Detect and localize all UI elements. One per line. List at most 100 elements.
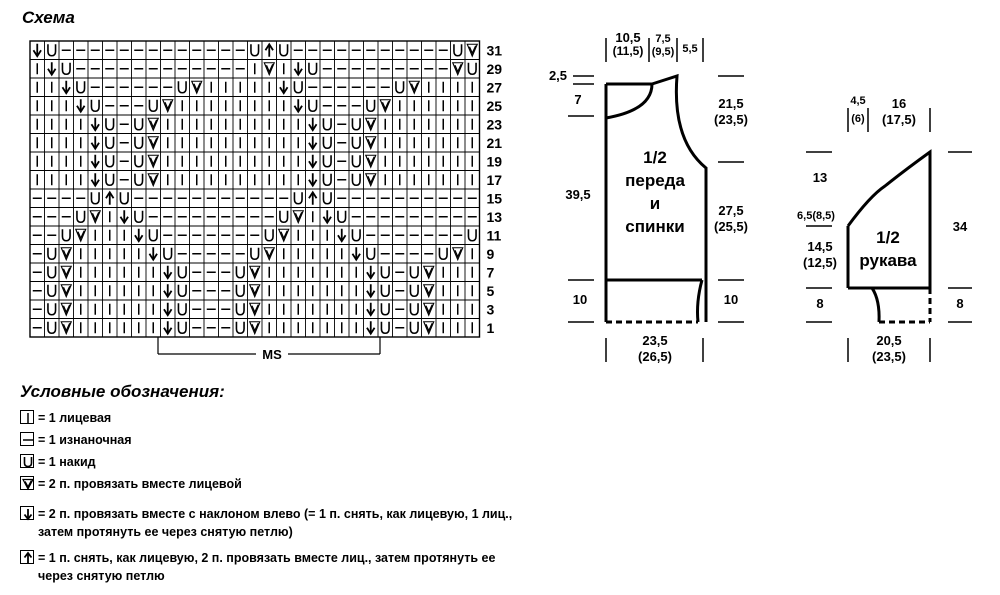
legend-item-k2tog: = 2 п. провязать вместе лицевой: [20, 476, 242, 492]
yarn-over-stitch: [409, 284, 419, 298]
yarn-over-stitch: [47, 303, 57, 316]
yarn-over-stitch: [409, 266, 419, 279]
yarn-over-stitch: [337, 210, 347, 224]
svg-text:7,5: 7,5: [655, 33, 670, 45]
yarn-over-stitch: [134, 173, 144, 187]
svg-text:5,5: 5,5: [682, 43, 697, 55]
yarn-over-stitch: [177, 266, 187, 279]
yarn-over-stitch: [250, 247, 260, 261]
yarn-over-stitch: [61, 229, 71, 242]
row-number: 27: [487, 79, 503, 95]
svg-text:(11,5): (11,5): [613, 44, 644, 58]
k2tog-stitch: [60, 265, 73, 280]
ssk-stitch: [90, 154, 100, 169]
ssk-stitch: [163, 284, 173, 299]
yarn-over-stitch: [134, 155, 144, 168]
svg-text:(25,5): (25,5): [714, 219, 748, 234]
k2tog-stitch: [364, 117, 377, 132]
ssk-stitch: [32, 43, 42, 58]
row-number: 23: [487, 116, 503, 132]
yarn-over-stitch: [438, 247, 448, 261]
k2tog-stitch: [147, 154, 160, 169]
k2tog-stitch: [263, 62, 276, 77]
yarn-over-stitch: [76, 81, 86, 94]
ssk-stitch: [322, 210, 332, 225]
yarn-over-stitch: [105, 118, 115, 131]
k2tog-stitch: [422, 321, 435, 336]
legend-item-yarn-over: = 1 накид: [20, 454, 96, 470]
ms-label: MS: [262, 347, 282, 362]
k2tog-stitch: [451, 62, 464, 77]
svg-text:4,5: 4,5: [850, 95, 865, 107]
yarn-over-stitch: [366, 247, 376, 261]
k2tog-icon: [20, 476, 34, 491]
legend-item-ssk: = 2 п. провязать вместе с наклоном влево…: [20, 506, 512, 522]
row-number: 1: [487, 320, 495, 336]
yarn-over-stitch: [322, 155, 332, 168]
sleeve-pattern: 4,5 (6) 16 (17,5) 13 6,5(8,5) 14,5 (12,5…: [797, 95, 972, 364]
yarn-over-stitch: [366, 99, 376, 113]
k2tog-stitch: [147, 136, 160, 151]
ssk-stitch: [119, 210, 129, 225]
ssk-stitch: [279, 80, 289, 95]
svg-text:27,5: 27,5: [718, 203, 743, 218]
svg-text:8: 8: [816, 296, 823, 311]
k2tog-stitch: [60, 302, 73, 317]
k2tog-stitch: [60, 284, 73, 299]
yarn-over-stitch: [351, 229, 361, 242]
svg-text:10,5: 10,5: [615, 30, 640, 45]
yarn-over-stitch: [395, 81, 405, 94]
row-number: 29: [487, 61, 503, 77]
yarn-over-stitch: [177, 284, 187, 298]
body-pattern: 10,5 (11,5) 7,5 (9,5) 5,5 2,5 7 21,5 (23…: [549, 30, 748, 364]
k2tog-stitch: [379, 99, 392, 114]
sk2p-icon: [20, 550, 34, 564]
yarn-over-stitch: [453, 44, 463, 57]
svg-text:10: 10: [724, 292, 738, 307]
yarn-over-stitch: [293, 192, 303, 205]
yarn-over-stitch: [90, 192, 100, 205]
k2tog-stitch: [364, 154, 377, 169]
k2tog-stitch: [248, 284, 261, 299]
yarn-over-stitch: [351, 173, 361, 187]
yarn-over-icon: [20, 454, 34, 468]
purl-icon: [20, 432, 34, 446]
svg-text:переда: переда: [625, 171, 685, 190]
yarn-over-stitch: [380, 303, 390, 316]
svg-text:20,5: 20,5: [876, 333, 901, 348]
yarn-over-stitch: [380, 266, 390, 279]
yarn-over-stitch: [76, 210, 86, 224]
svg-text:(23,5): (23,5): [872, 349, 906, 364]
yarn-over-stitch: [279, 44, 289, 57]
k2tog-stitch: [364, 136, 377, 151]
ssk-stitch: [90, 173, 100, 188]
k2tog-stitch: [248, 321, 261, 336]
svg-text:16: 16: [892, 96, 906, 111]
svg-text:(9,5): (9,5): [652, 46, 675, 58]
yarn-over-stitch: [47, 266, 57, 279]
k2tog-stitch: [60, 247, 73, 262]
ssk-stitch: [61, 80, 71, 95]
yarn-over-stitch: [105, 173, 115, 187]
sk2p-stitch: [264, 42, 274, 57]
svg-text:14,5: 14,5: [807, 239, 832, 254]
svg-text:21,5: 21,5: [718, 96, 743, 111]
svg-text:(26,5): (26,5): [638, 349, 672, 364]
svg-text:(17,5): (17,5): [882, 112, 916, 127]
ssk-stitch: [366, 321, 376, 336]
legend-item-ssk-cont: затем протянуть ее через снятую петлю): [38, 525, 293, 539]
svg-text:6,5(8,5): 6,5(8,5): [797, 210, 835, 222]
svg-text:23,5: 23,5: [642, 333, 667, 348]
row-number: 13: [487, 209, 503, 225]
k2tog-stitch: [408, 80, 421, 95]
ssk-stitch: [90, 117, 100, 132]
yarn-over-stitch: [351, 155, 361, 168]
k2tog-stitch: [292, 210, 305, 225]
yarn-over-stitch: [47, 284, 57, 298]
svg-text:8: 8: [956, 296, 963, 311]
row-number: 19: [487, 153, 503, 169]
k2tog-stitch: [190, 80, 203, 95]
scheme-title: Схема: [22, 8, 75, 27]
yarn-over-stitch: [119, 192, 129, 205]
ssk-stitch: [308, 173, 318, 188]
